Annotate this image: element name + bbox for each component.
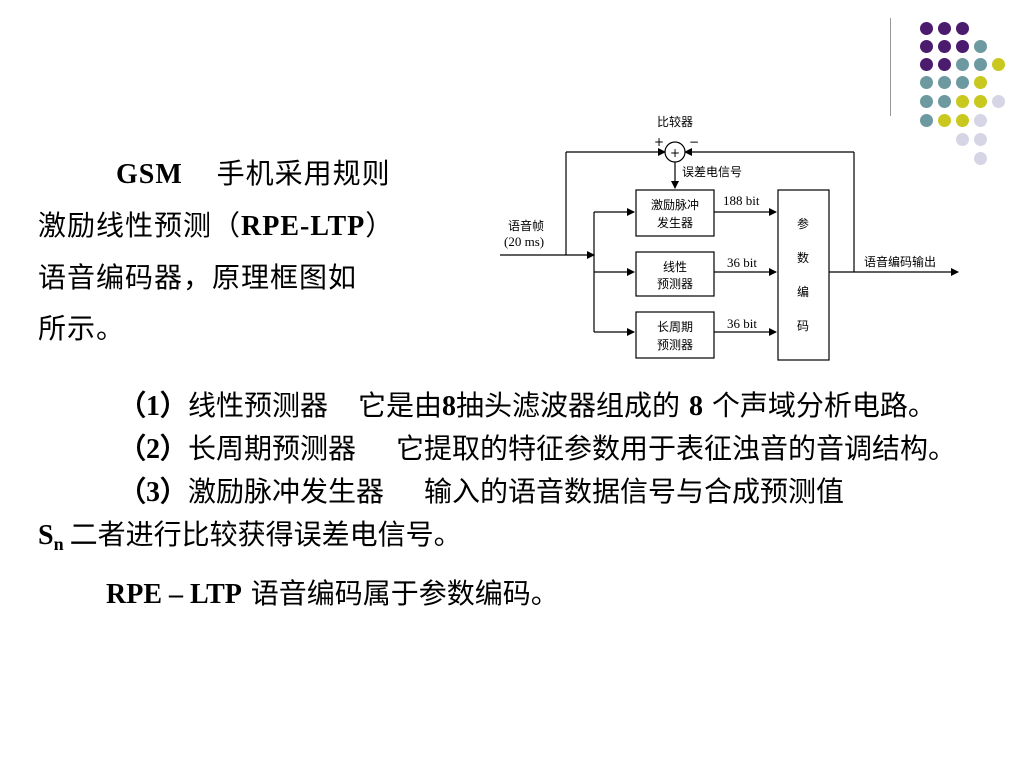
decorative-dot [956,95,969,108]
block-diagram-svg: + 比较器 + − 误差电信号 语音帧 (20 ms) 激励脉冲 发生器 线性 … [500,114,959,361]
decorative-dot [920,95,933,108]
bits-longterm-label: 36 bit [727,316,757,331]
decorative-dot [920,40,933,53]
decorative-dot [974,114,987,127]
intro-line-2-pre: 激励线性预测（ [38,209,242,242]
param-box-char-2: 数 [797,250,809,265]
p3-text: 输入的语音数据信号与合成预测值 [424,475,845,508]
p1-number: （1） [118,391,189,422]
intro-line-4: 所示。 [38,312,126,345]
p1-title: 线性预测器 [188,389,329,422]
paragraph-long-term-predictor: （2）长周期预测器 它提取的特征参数用于表征浊音的音调结构。 [38,428,998,471]
linear-predictor-box [635,251,715,297]
decorative-dot [956,22,969,35]
decorative-dot [938,114,951,127]
longterm-box-line-2: 预测器 [657,338,693,352]
p3-subscript-n: n [53,534,64,554]
paragraph-linear-predictor: （1）线性预测器它是由8抽头滤波器组成的 8 个声域分析电路。 [38,385,998,428]
decorative-dot [920,76,933,89]
comparator-plus-sign: + [654,135,664,149]
decorative-dot [920,114,933,127]
decorative-dot [974,58,987,71]
decorative-dot [938,95,951,108]
intro-line-2-post: ） [365,209,395,242]
excitation-box-line-2: 发生器 [657,215,693,230]
decorative-dot [974,40,987,53]
input-frame-label: 语音帧 [508,218,544,233]
bits-linear-label: 36 bit [727,255,757,270]
parameter-coding-box [777,189,830,361]
decorative-dot [956,76,969,89]
p4-abbr: RPE – LTP [106,579,242,610]
intro-paragraph: GSM 手机采用规则 激励线性预测（RPE-LTP） 语音编码器，原理框图如 所… [38,148,478,354]
linear-box-line-2: 预测器 [657,277,693,291]
paragraph-summary: RPE – LTP 语音编码属于参数编码。 [38,573,998,616]
intro-lead-gsm: GSM [116,159,183,190]
decorative-dot [992,58,1005,71]
decorative-dot-grid [0,0,1024,200]
decorative-dot [938,22,951,35]
param-box-char-4: 码 [797,319,809,333]
param-box-char-1: 参 [797,216,809,231]
excitation-pulse-generator-box [635,189,715,237]
decorative-dot [974,133,987,146]
diagram-wires [500,148,959,336]
intro-line-1: GSM 手机采用规则 [38,148,478,200]
intro-rpe-ltp: RPE-LTP [241,211,366,242]
p1-text-c: 个声域分析电路。 [711,389,936,422]
rpe-ltp-block-diagram: + 比较器 + − 误差电信号 语音帧 (20 ms) 激励脉冲 发生器 线性 … [498,112,968,374]
body-text: （1）线性预测器它是由8抽头滤波器组成的 8 个声域分析电路。 （2）长周期预测… [38,385,998,616]
error-signal-label: 误差电信号 [682,165,742,179]
input-frame-duration: (20 ms) [504,234,544,249]
bits-excitation-label: 188 bit [723,193,760,208]
decorative-dot [956,58,969,71]
decorative-dot [938,58,951,71]
longterm-box-line-1: 长周期 [657,320,693,334]
comparator-minus-sign: − [689,135,699,149]
comparator-plus-symbol: + [670,146,680,160]
intro-line-2: 激励线性预测（RPE-LTP） [38,200,478,252]
decorative-dot [956,114,969,127]
p1-number-8a: 8 [442,391,457,422]
output-label: 语音编码输出 [864,254,936,269]
p2-number: （2） [118,434,189,465]
p1-text-b: 抽头滤波器组成的 [456,389,681,422]
decorative-dot [974,95,987,108]
decorative-dot [920,22,933,35]
p1-number-8b: 8 [688,391,703,422]
p3-symbol-s: S [38,520,54,551]
p1-text-a: 它是由 [358,389,443,422]
decorative-dot [974,152,987,165]
excitation-box-line-1: 激励脉冲 [651,197,699,212]
decorative-dot [956,133,969,146]
intro-line-1-text: 手机采用规则 [216,157,391,190]
param-box-char-3: 编 [797,284,809,299]
decorative-dot [992,95,1005,108]
comparator-circle [664,141,686,163]
comparator-label: 比较器 [657,114,693,129]
p2-text: 它提取的特征参数用于表征浊音的音调结构。 [396,432,957,465]
decorative-dot [956,40,969,53]
p2-title: 长周期预测器 [188,432,357,465]
decorative-dot [938,40,951,53]
decorative-dot [938,76,951,89]
long-term-predictor-box [635,311,715,359]
p3-number: （3） [118,477,189,508]
linear-box-line-1: 线性 [663,260,687,274]
decorative-vertical-rule [890,18,891,116]
p3-text-2: 二者进行比较获得误差电信号。 [69,518,462,551]
decorative-dot [920,58,933,71]
intro-line-3: 语音编码器，原理框图如 [38,261,358,294]
decorative-dot [974,76,987,89]
p4-text: 语音编码属于参数编码。 [250,577,559,610]
p3-title: 激励脉冲发生器 [188,475,385,508]
